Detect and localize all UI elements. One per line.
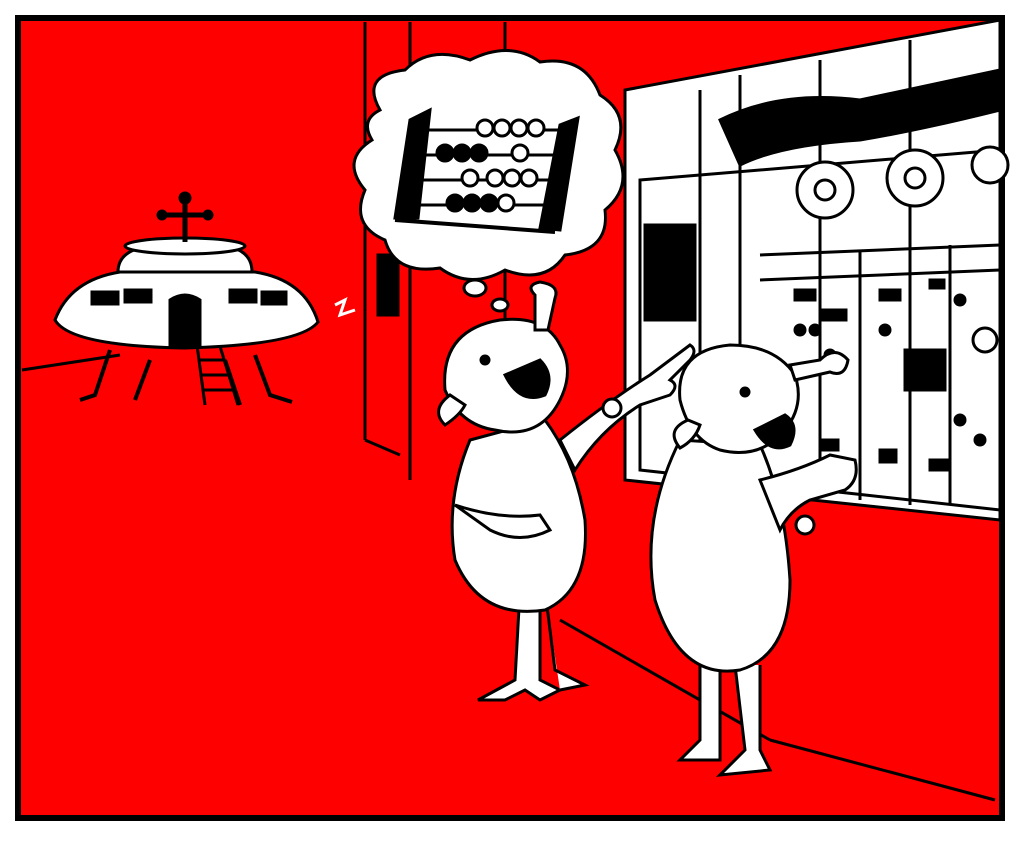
flying-saucer (53, 191, 320, 406)
abacus-icon (393, 107, 580, 234)
alien-left (437, 280, 696, 702)
room-lines (21, 353, 996, 802)
alien-right (649, 343, 858, 777)
